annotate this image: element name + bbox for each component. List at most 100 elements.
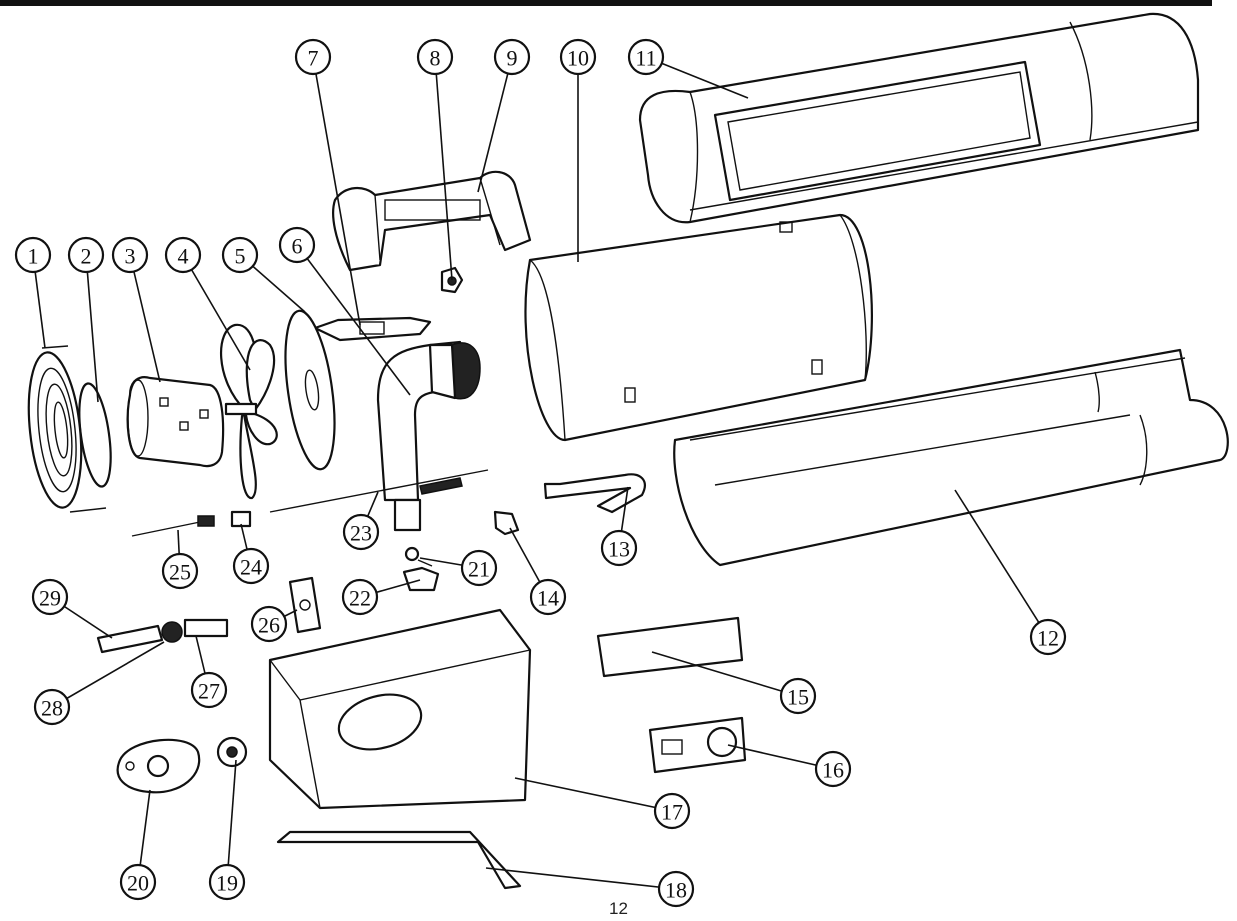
callout-circle bbox=[814, 750, 852, 788]
callout-28: 28 bbox=[33, 688, 71, 726]
part-15-bracket-plate bbox=[596, 616, 744, 678]
part-22-fitting bbox=[402, 566, 440, 592]
leader-line-28 bbox=[51, 641, 165, 708]
leader-line-19 bbox=[226, 759, 237, 883]
part-9-handle bbox=[332, 170, 532, 272]
part-26-plate bbox=[288, 576, 322, 634]
callout-number: 13 bbox=[608, 537, 630, 562]
leader-line-7 bbox=[312, 56, 361, 326]
callout-number: 20 bbox=[127, 871, 149, 896]
callout-number: 3 bbox=[125, 244, 136, 269]
callout-circle bbox=[161, 552, 199, 590]
callout-17: 17 bbox=[653, 792, 691, 830]
callout-number: 2 bbox=[81, 244, 92, 269]
callout-21: 21 bbox=[460, 549, 498, 587]
callout-circle bbox=[653, 792, 691, 830]
callout-number: 16 bbox=[822, 758, 844, 783]
callout-number: 24 bbox=[240, 555, 262, 580]
callout-number: 10 bbox=[567, 46, 589, 71]
callout-number: 6 bbox=[292, 234, 303, 259]
part-14-clamp bbox=[493, 510, 520, 536]
part-1-fan-guard bbox=[27, 345, 107, 513]
part-25-wire bbox=[131, 515, 215, 537]
callout-number: 17 bbox=[661, 800, 683, 825]
callout-number: 21 bbox=[468, 557, 490, 582]
callout-circle bbox=[164, 236, 202, 274]
callout-circle bbox=[460, 549, 498, 587]
leader-line-3 bbox=[129, 254, 161, 383]
leader-line-6 bbox=[296, 244, 411, 396]
callout-number: 25 bbox=[169, 560, 191, 585]
callout-number: 19 bbox=[216, 871, 238, 896]
callout-circle bbox=[232, 547, 270, 585]
callout-18: 18 bbox=[657, 870, 695, 908]
part-29-valve bbox=[96, 624, 164, 654]
callout-22: 22 bbox=[341, 578, 379, 616]
part-11-top-shell bbox=[638, 12, 1200, 224]
callout-23: 23 bbox=[342, 513, 380, 551]
callout-number: 12 bbox=[1037, 626, 1059, 651]
callout-16: 16 bbox=[814, 750, 852, 788]
leader-line-4 bbox=[182, 254, 251, 371]
part-27-valve-fitting bbox=[183, 618, 229, 638]
callout-circle bbox=[1029, 618, 1067, 656]
part-4-fan-blade bbox=[219, 323, 278, 500]
callout-number: 18 bbox=[665, 878, 687, 903]
part-5-perforated-disk bbox=[284, 309, 336, 471]
callout-number: 29 bbox=[39, 586, 61, 611]
leader-line-2 bbox=[85, 254, 99, 403]
part-10-cylinder-body bbox=[524, 213, 873, 442]
part-23-rod bbox=[269, 469, 489, 513]
callout-circle bbox=[119, 863, 157, 901]
callout-circle bbox=[600, 529, 638, 567]
callout-number: 22 bbox=[349, 586, 371, 611]
callout-number: 1 bbox=[28, 244, 39, 269]
callout-circle bbox=[779, 677, 817, 715]
callout-14: 14 bbox=[529, 578, 567, 616]
callout-25: 25 bbox=[161, 552, 199, 590]
callout-15: 15 bbox=[779, 677, 817, 715]
callout-3: 3 bbox=[111, 236, 149, 274]
callout-4: 4 bbox=[164, 236, 202, 274]
callout-circle bbox=[31, 578, 69, 616]
callout-circle bbox=[208, 863, 246, 901]
callout-circle bbox=[190, 671, 228, 709]
callout-circle bbox=[341, 578, 379, 616]
callout-circle bbox=[657, 870, 695, 908]
callout-circle bbox=[529, 578, 567, 616]
callout-circle bbox=[14, 236, 52, 274]
callout-19: 19 bbox=[208, 863, 246, 901]
callout-circle bbox=[559, 38, 597, 76]
leader-line-8 bbox=[434, 56, 453, 281]
callout-26: 26 bbox=[250, 605, 288, 643]
callout-number: 8 bbox=[430, 46, 441, 71]
leader-line-18 bbox=[485, 867, 677, 890]
leader-line-12 bbox=[954, 489, 1049, 638]
part-7-bracket bbox=[313, 316, 432, 342]
callout-8: 8 bbox=[416, 38, 454, 76]
callout-27: 27 bbox=[190, 671, 228, 709]
callout-number: 11 bbox=[635, 46, 656, 71]
callout-24: 24 bbox=[232, 547, 270, 585]
callout-number: 9 bbox=[507, 46, 518, 71]
callout-number: 28 bbox=[41, 696, 63, 721]
callout-20: 20 bbox=[119, 863, 157, 901]
part-21-fitting bbox=[404, 546, 433, 567]
callout-circle bbox=[342, 513, 380, 551]
callout-circle bbox=[111, 236, 149, 274]
part-18-base-plate bbox=[276, 830, 522, 890]
leader-line-11 bbox=[645, 56, 749, 99]
callout-number: 26 bbox=[258, 613, 280, 638]
leader-line-9 bbox=[477, 56, 513, 193]
callout-12: 12 bbox=[1029, 618, 1067, 656]
top-border-bar bbox=[0, 0, 1212, 6]
callout-2: 2 bbox=[67, 236, 105, 274]
part-24-connector bbox=[230, 510, 252, 528]
callout-number: 4 bbox=[178, 244, 189, 269]
callout-number: 27 bbox=[198, 679, 220, 704]
callout-7: 7 bbox=[294, 38, 332, 76]
callout-6: 6 bbox=[278, 226, 316, 264]
